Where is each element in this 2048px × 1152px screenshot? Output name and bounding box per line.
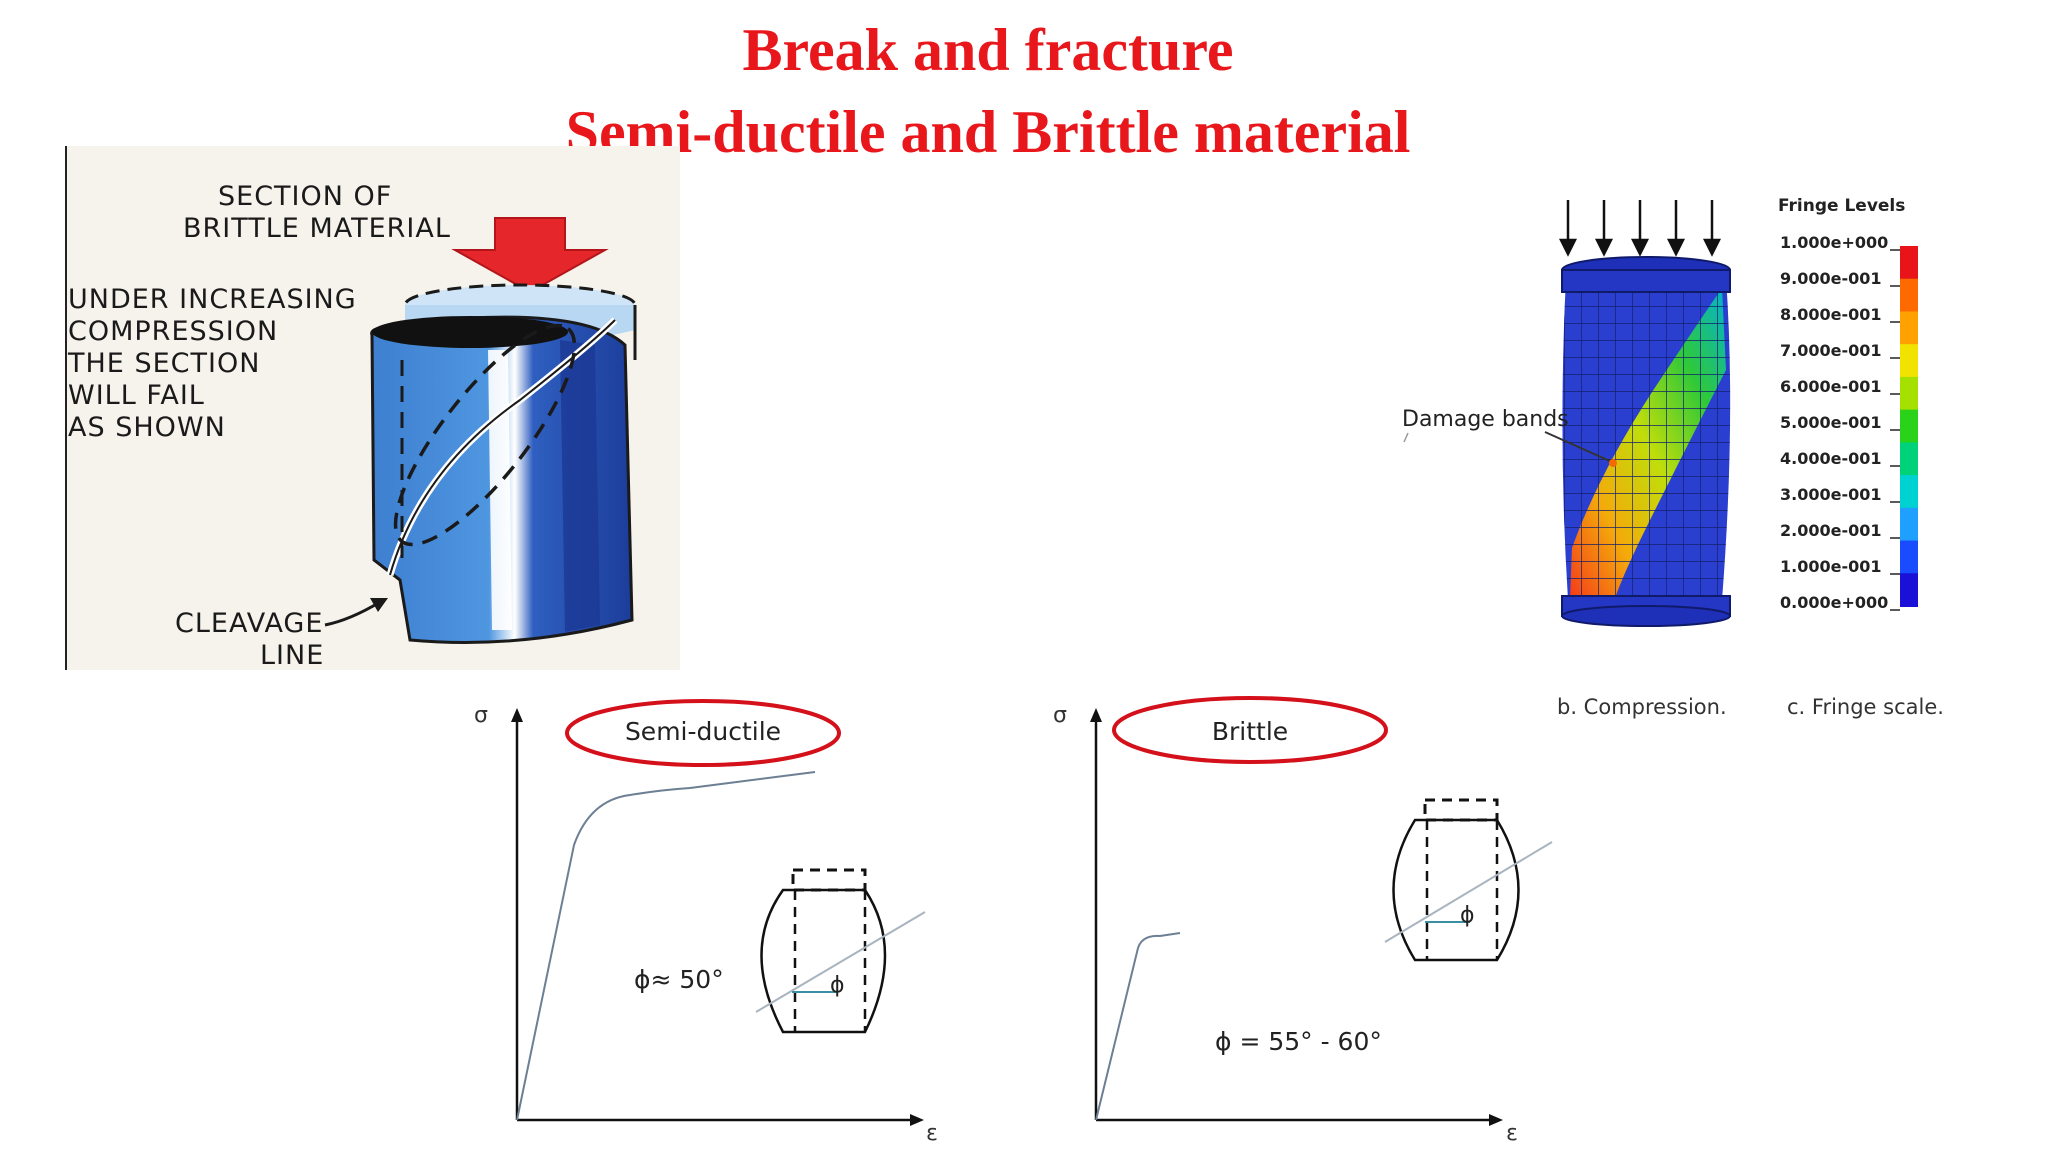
description-line-3: THE SECTION	[67, 348, 260, 379]
semi-ductile-stress-strain-curve	[516, 771, 816, 1121]
brittle-title: Brittle	[1212, 717, 1288, 746]
fringe-color-swatch	[1900, 409, 1918, 444]
semi-ductile-phi: ϕ	[830, 973, 845, 998]
brittle-graph: σ ε Brittle ϕ ϕ = 55° - 60°	[1053, 696, 1553, 1146]
fea-compression-simulation: Damage bands Fringe Levels 1.000e+000 9.0…	[1402, 196, 1944, 719]
slide-title-line-2: Semi-ductile and Brittle material	[565, 99, 1411, 165]
cleavage-arrow-icon	[370, 598, 388, 612]
fringe-level-label: 7.000e-001	[1780, 341, 1882, 360]
brittle-stress-strain-curve	[1095, 932, 1181, 1121]
cleavage-label-line-2: LINE	[260, 640, 324, 671]
semi-ductile-title: Semi-ductile	[625, 717, 781, 746]
fringe-level-label: 6.000e-001	[1780, 377, 1882, 396]
fringe-color-swatch	[1900, 507, 1918, 542]
fringe-level-label: 0.000e+000	[1780, 593, 1888, 612]
fringe-color-swatch	[1900, 278, 1918, 313]
description-line-1: UNDER INCREASING	[68, 284, 357, 315]
fringe-level-label: 8.000e-001	[1780, 305, 1882, 324]
description-line-2: COMPRESSION	[68, 316, 278, 347]
y-axis-arrow-icon	[511, 708, 523, 722]
damage-bands-label: Damage bands	[1402, 407, 1569, 432]
brittle-angle-label: ϕ = 55° - 60°	[1215, 1027, 1382, 1056]
fringe-level-label: 1.000e-001	[1780, 557, 1882, 576]
caption-fringe-scale: c. Fringe scale.	[1787, 695, 1944, 719]
fringe-color-swatch	[1900, 573, 1918, 607]
fringe-level-label: 4.000e-001	[1780, 449, 1882, 468]
brittle-y-axis-label: σ	[1053, 703, 1067, 728]
fringe-level-label: 3.000e-001	[1780, 485, 1882, 504]
section-label-line-1: SECTION OF	[218, 181, 392, 212]
fringe-level-label: 2.000e-001	[1780, 521, 1882, 540]
fringe-color-swatch	[1900, 344, 1918, 378]
fringe-level-label: 1.000e+000	[1780, 233, 1888, 252]
brittle-phi: ϕ	[1460, 903, 1475, 928]
x-axis-arrow-icon	[1489, 1114, 1503, 1126]
compression-arrow-icon	[451, 217, 609, 294]
description-line-5: AS SHOWN	[68, 412, 226, 443]
semi-ductile-graph: σ ε Semi-ductile ϕ ϕ≈ 50°	[474, 699, 938, 1146]
fringe-level-label: 9.000e-001	[1780, 269, 1882, 288]
fringe-level-label: 5.000e-001	[1780, 413, 1882, 432]
semi-ductile-x-axis-label: ε	[926, 1121, 938, 1146]
semi-ductile-y-axis-label: σ	[474, 703, 488, 728]
fringe-color-swatch	[1900, 442, 1918, 477]
fringe-levels-title: Fringe Levels	[1778, 196, 1905, 216]
caption-compression: b. Compression.	[1557, 695, 1727, 719]
fringe-color-swatch	[1900, 246, 1918, 280]
fringe-color-swatch	[1900, 475, 1918, 509]
load-arrows-icon	[1558, 200, 1722, 257]
fringe-scale: 1.000e+000 9.000e-001 8.000e-001 7.000e-001…	[1780, 233, 1918, 612]
fringe-color-swatch	[1900, 311, 1918, 346]
fringe-color-swatch	[1900, 540, 1918, 575]
y-axis-arrow-icon	[1090, 708, 1102, 722]
brittle-specimen	[1392, 818, 1520, 962]
brittle-cleavage-illustration: SECTION OF BRITTLE MATERIAL UNDER INCREA…	[65, 146, 680, 671]
brittle-x-axis-label: ε	[1506, 1121, 1518, 1146]
semi-ductile-angle-label: ϕ≈ 50°	[634, 965, 724, 994]
x-axis-arrow-icon	[910, 1114, 924, 1126]
slide-title-line-1: Break and fracture	[742, 17, 1234, 83]
section-label-line-2: BRITTLE MATERIAL	[183, 213, 451, 244]
semi-ductile-specimen	[760, 888, 887, 1034]
cleavage-label-line-1: CLEAVAGE	[175, 608, 323, 639]
description-line-4: WILL FAIL	[68, 380, 205, 411]
fringe-color-swatch	[1900, 376, 1918, 411]
